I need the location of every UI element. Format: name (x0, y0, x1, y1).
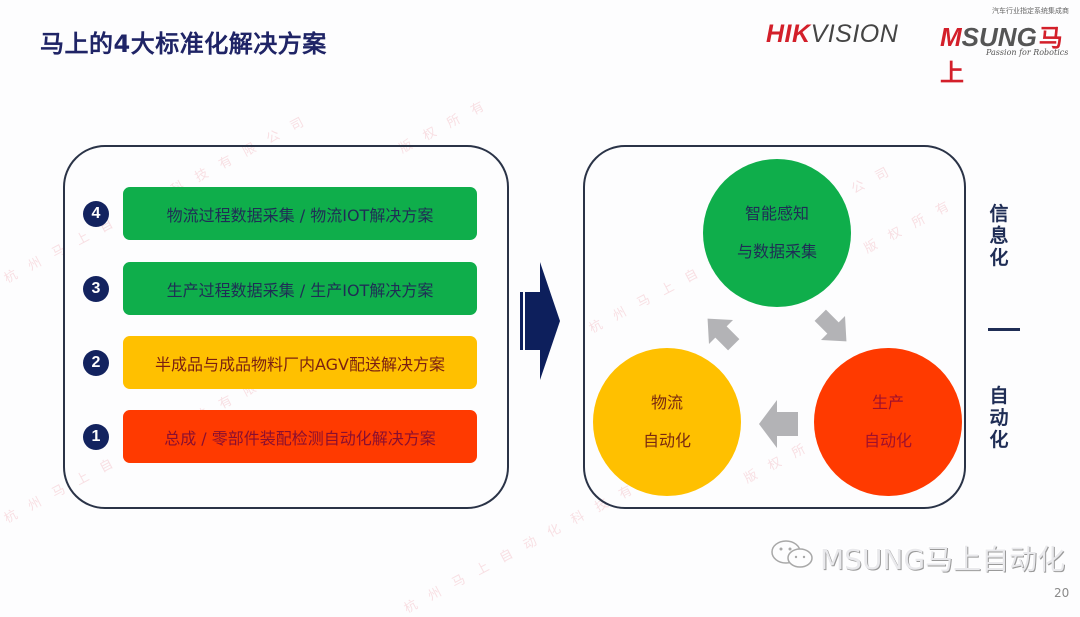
side-label-char: 息 (989, 225, 1009, 247)
circle-line2: 自动化 (863, 431, 912, 450)
page-number: 20 (1054, 586, 1070, 600)
automation-cycle-panel (583, 145, 966, 509)
side-label-char: 自 (989, 385, 1009, 407)
cycle-arrow-down-right-icon (810, 306, 856, 350)
msung-logo-chinese: 马上 (940, 25, 1063, 87)
circle-line1: 物流 (650, 393, 683, 412)
msung-logo: MSUNG马上 (940, 18, 1080, 88)
logo-slogan: Passion for Robotics (986, 48, 1069, 57)
cycle-arrow-left-icon (759, 400, 799, 448)
msung-logo-sung: SUNG (961, 22, 1037, 52)
number-badge-4: 4 (83, 201, 109, 227)
number-badge-3: 3 (83, 276, 109, 302)
circle-logistics-automation: 物流 自动化 (593, 348, 741, 496)
solution-bar-2: 半成品与成品物料厂内AGV配送解决方案 (123, 336, 477, 389)
circle-line1: 生产 (871, 393, 904, 412)
cycle-arrow-up-right-icon (698, 310, 744, 354)
circle-intelligent-sensing: 智能感知 与数据采集 (703, 159, 851, 307)
hikvision-logo-vision: VISION (810, 20, 899, 48)
circle-line2: 与数据采集 (736, 242, 817, 261)
wechat-account-name: MSUNG马上自动化 (820, 543, 1066, 576)
side-label-char: 化 (989, 247, 1009, 269)
solutions-panel (63, 145, 509, 509)
side-label-char: 动 (989, 407, 1009, 429)
hikvision-logo-hik: HIK (766, 20, 811, 48)
side-label-char: 信 (989, 203, 1009, 225)
side-label-informatization: 信 息 化 (988, 203, 1010, 269)
number-badge-1: 1 (83, 424, 109, 450)
logo-tagline: 汽车行业指定系统集成商 (992, 7, 1069, 15)
wechat-watermark: MSUNG马上自动化 (770, 538, 1065, 578)
solution-bar-4: 物流过程数据采集 / 物流IOT解决方案 (123, 187, 477, 240)
circle-line1: 智能感知 (744, 204, 809, 223)
circle-line2: 自动化 (642, 431, 691, 450)
wechat-icon (770, 539, 814, 578)
msung-logo-m: M (940, 22, 962, 52)
side-label-char: 化 (989, 429, 1009, 451)
page-title: 马上的4大标准化解决方案 (40, 30, 327, 58)
side-label-automation: 自 动 化 (988, 385, 1010, 451)
solution-bar-3: 生产过程数据采集 / 生产IOT解决方案 (123, 262, 477, 315)
number-badge-2: 2 (83, 350, 109, 376)
solution-bar-1: 总成 / 零部件装配检测自动化解决方案 (123, 410, 477, 463)
hikvision-logo: HIKVISION (766, 20, 898, 49)
circle-production-automation: 生产 自动化 (814, 348, 962, 496)
right-arrow-icon (518, 262, 562, 380)
divider-dash (988, 328, 1020, 331)
